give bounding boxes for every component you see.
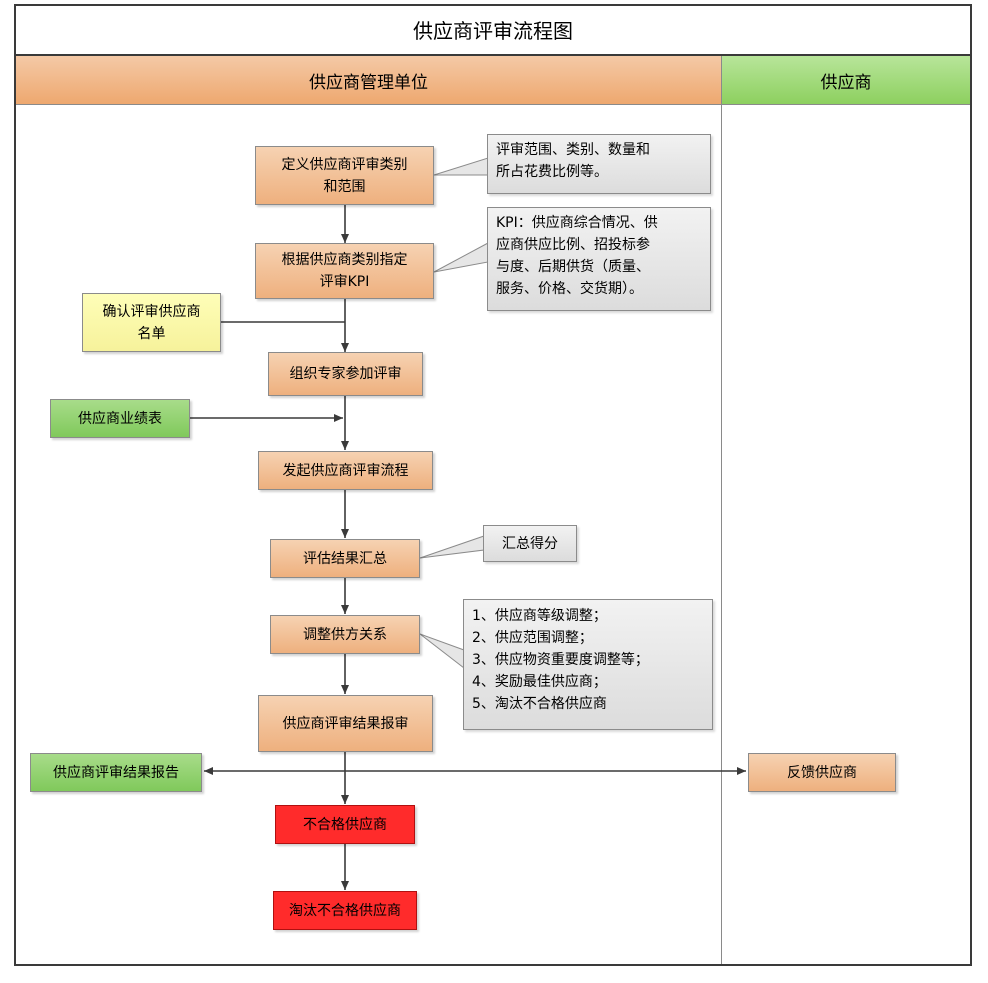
lane-header-management: 供应商管理单位: [16, 56, 721, 105]
note-adjust: 1、供应商等级调整； 2、供应范围调整； 3、供应物资重要度调整等； 4、奖励最…: [463, 599, 713, 730]
step-define-category[interactable]: 定义供应商评审类别 和范围: [255, 146, 434, 205]
callout-kpi-pointer: [433, 242, 489, 273]
lane-header-supplier: 供应商: [722, 56, 970, 105]
diagram-frame: [14, 4, 972, 966]
output-review-report[interactable]: 供应商评审结果报告: [30, 753, 202, 792]
diagram-title: 供应商评审流程图: [14, 4, 972, 56]
callout-scope-pointer: [433, 157, 489, 176]
step-adjust-relationship[interactable]: 调整供方关系: [270, 615, 420, 654]
output-feedback-supplier[interactable]: 反馈供应商: [748, 753, 896, 792]
lane-divider: [721, 56, 722, 964]
input-confirm-list[interactable]: 确认评审供应商 名单: [82, 293, 221, 352]
step-start-process[interactable]: 发起供应商评审流程: [258, 451, 433, 490]
note-score: 汇总得分: [483, 525, 577, 562]
input-performance-table[interactable]: 供应商业绩表: [50, 399, 190, 438]
step-organize-experts[interactable]: 组织专家参加评审: [268, 352, 423, 396]
note-kpi: KPI：供应商综合情况、供 应商供应比例、招投标参 与度、后期供货（质量、 服务…: [487, 207, 711, 311]
step-summarize-results[interactable]: 评估结果汇总: [270, 539, 420, 578]
step-assign-kpi[interactable]: 根据供应商类别指定 评审KPI: [255, 243, 434, 299]
callout-adjust-pointer: [419, 633, 465, 670]
step-unqualified[interactable]: 不合格供应商: [275, 805, 415, 844]
step-report-results[interactable]: 供应商评审结果报审: [258, 695, 433, 752]
callout-score-pointer: [419, 535, 485, 559]
note-scope: 评审范围、类别、数量和 所占花费比例等。: [487, 134, 711, 194]
step-eliminate[interactable]: 淘汰不合格供应商: [273, 891, 417, 930]
